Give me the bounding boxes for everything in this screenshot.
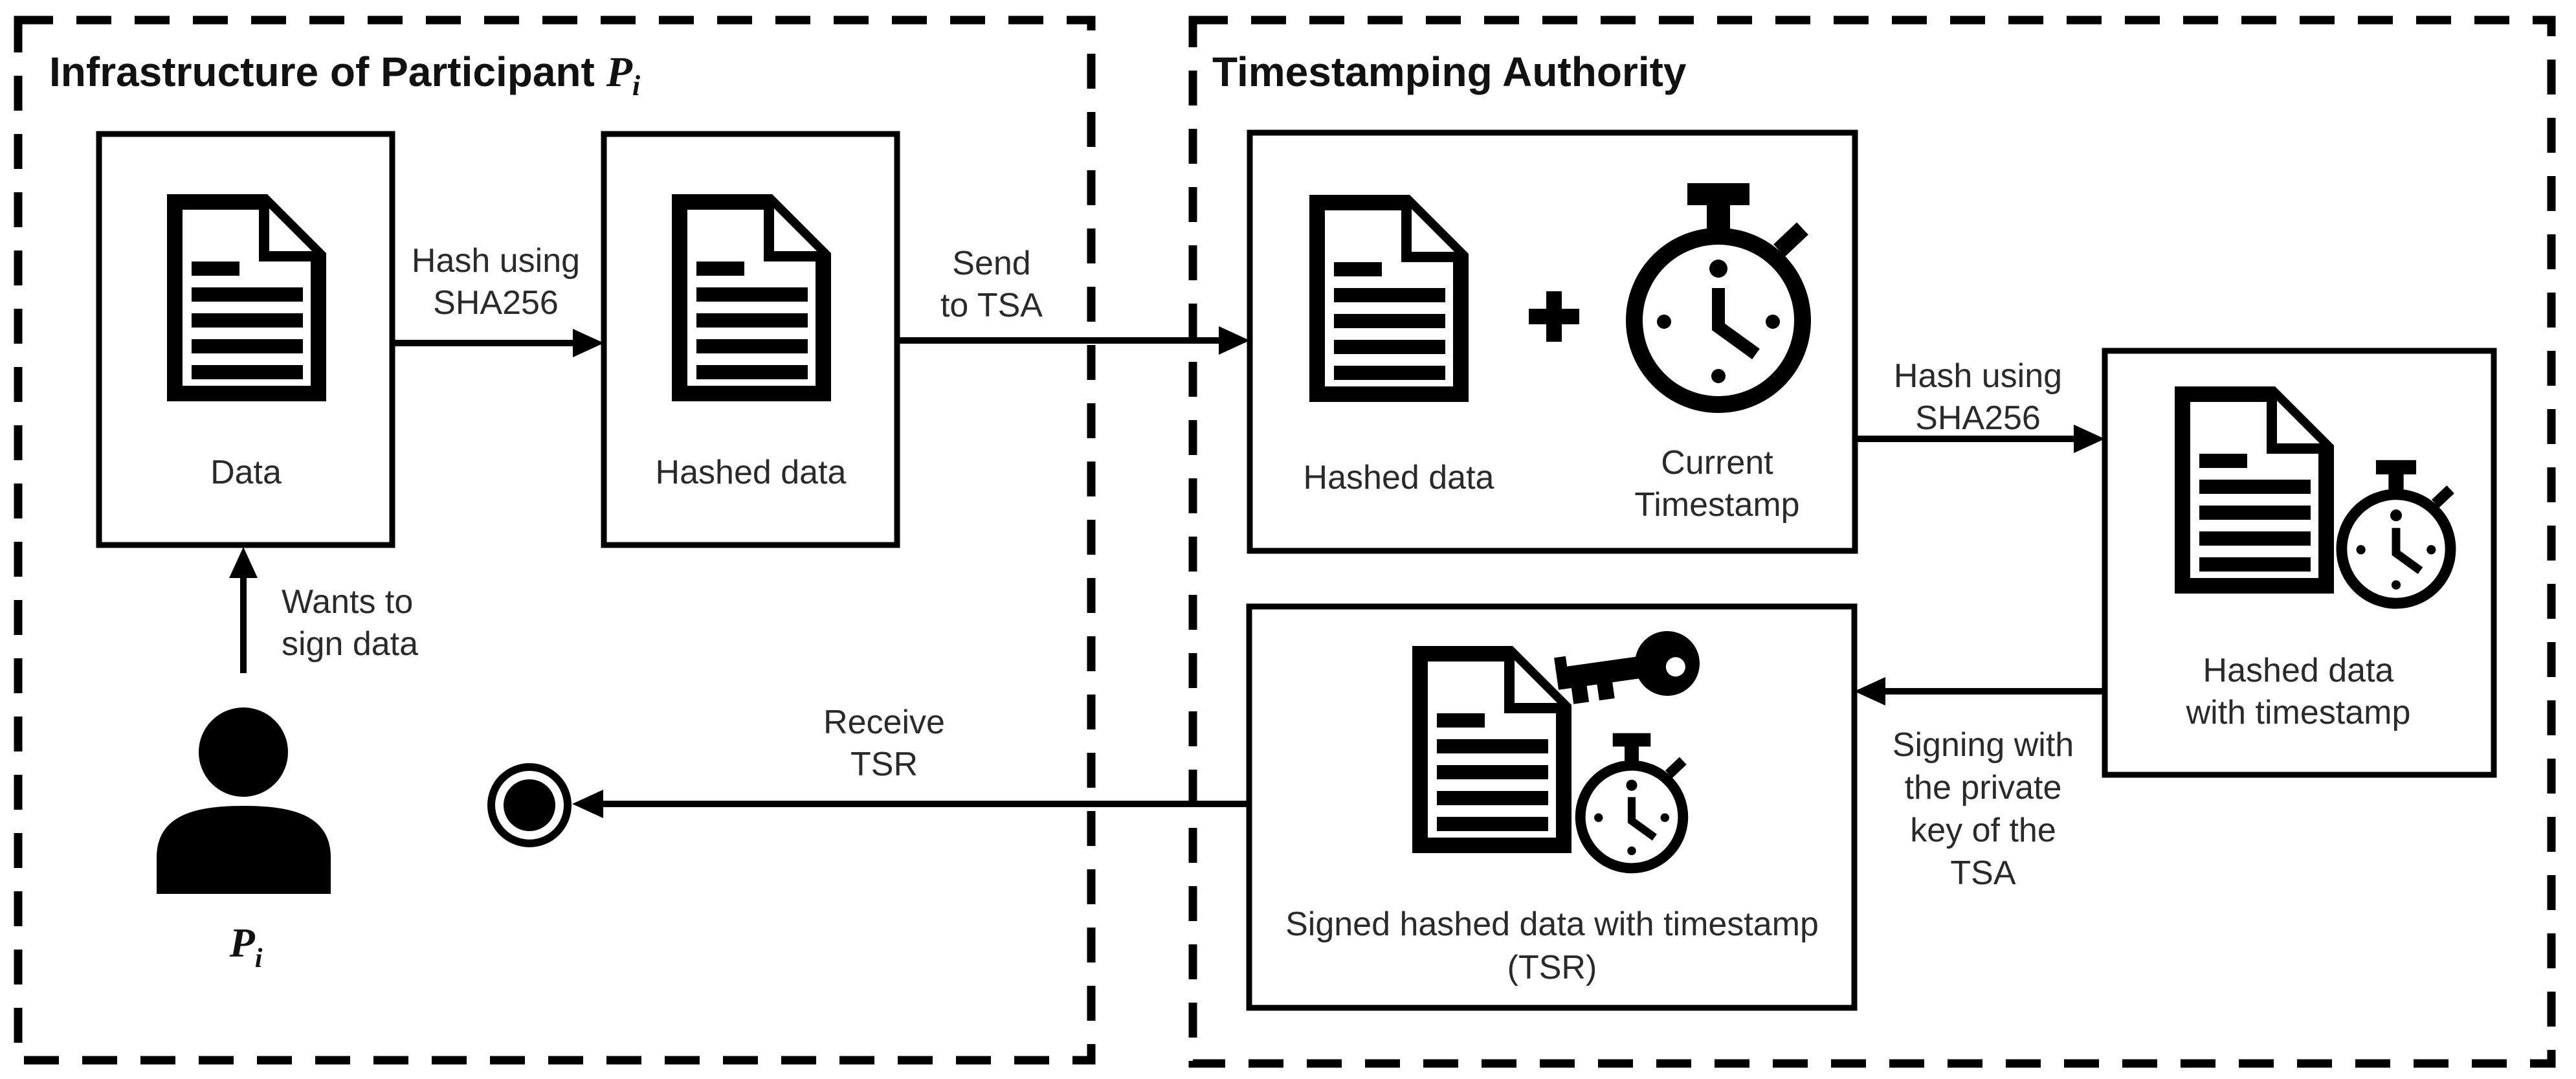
hash-arrow-label-line1: Hash using (412, 242, 580, 280)
tsa-hash-arrow-label-line2: SHA256 (1915, 399, 2041, 437)
arrow-wants-to-sign (229, 547, 258, 673)
signed-label-line1: Signed hashed data with timestamp (1285, 906, 1819, 943)
participant-region-border (14, 16, 1096, 1065)
person-icon (157, 707, 331, 894)
wants-label-line1: Wants to (282, 583, 413, 621)
plus-icon (1529, 291, 1579, 342)
arrowhead-up-icon (229, 547, 258, 578)
arrowhead-left-icon (572, 790, 603, 818)
signing-label-line4: TSA (1950, 854, 2015, 892)
document-icon (2182, 394, 2326, 586)
signing-label-line3: key of the (1910, 812, 2056, 849)
hashed-ts-label-line1: Hashed data (2203, 652, 2394, 689)
hashed-data-box-label: Hashed data (656, 454, 847, 491)
send-arrow-label-line1: Send (952, 245, 1030, 282)
arrowhead-right-icon (573, 329, 604, 357)
current-timestamp-label-line1: Current (1661, 444, 1773, 482)
tsa-region-title: Timestamping Authority (1212, 49, 1687, 95)
signing-label-line1: Signing with (1893, 726, 2074, 764)
hashed-ts-label-line2: with timestamp (2186, 694, 2411, 731)
document-icon (680, 202, 823, 394)
arrow-hash-sha256-tsa (1855, 425, 2105, 453)
arrow-receive-tsr (572, 790, 1249, 818)
receive-label-line1: Receive (823, 704, 945, 741)
document-icon (175, 202, 318, 394)
hash-arrow-label-line2: SHA256 (433, 284, 559, 322)
end-event-icon (487, 763, 572, 847)
tsa-hash-arrow-label-line1: Hash using (1894, 357, 2062, 395)
document-icon (1317, 203, 1461, 394)
participant-actor-label: Pi (229, 920, 263, 973)
document-icon (1420, 654, 1564, 845)
tsa-region-border (1188, 16, 2556, 1068)
signed-label-line2: (TSR) (1507, 949, 1597, 986)
arrow-hash-sha256 (392, 329, 604, 357)
arrowhead-right-icon (2074, 425, 2105, 453)
arrow-signing (1854, 677, 2105, 706)
arrowhead-right-icon (1219, 326, 1250, 355)
wants-label-line2: sign data (282, 625, 418, 663)
send-arrow-label-line2: to TSA (940, 287, 1043, 324)
signing-label-line2: the private (1905, 769, 2062, 806)
data-box-label: Data (210, 454, 282, 491)
receive-label-line2: TSR (850, 746, 918, 783)
arrowhead-left-icon (1854, 677, 1885, 706)
current-timestamp-label-line2: Timestamp (1634, 486, 1799, 524)
combine-doc-label: Hashed data (1304, 459, 1494, 496)
participant-region-title: Infrastructure of Participant Pi (49, 49, 641, 102)
arrow-send-to-tsa (897, 326, 1250, 355)
